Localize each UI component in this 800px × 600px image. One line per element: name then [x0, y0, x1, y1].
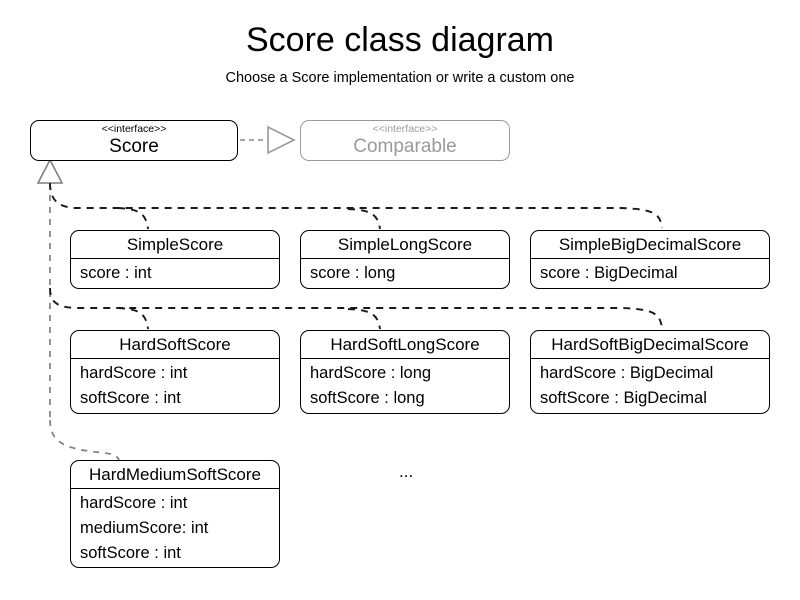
class-box-hard-soft-long-score[interactable]: HardSoftLongScore hardScore : long softS…	[300, 330, 510, 414]
class-name-label: HardSoftBigDecimalScore	[551, 335, 749, 354]
class-divider	[71, 488, 279, 489]
generalization-arrow-head	[36, 158, 64, 184]
class-box-simple-big-decimal-score[interactable]: SimpleBigDecimalScore score : BigDecimal	[530, 230, 770, 289]
realization-arrow-head	[267, 125, 296, 155]
attribute-list: score : BigDecimal	[531, 259, 769, 286]
stereotype-label: <<interface>>	[372, 123, 438, 135]
class-name-label: SimpleScore	[126, 235, 224, 254]
attribute-row: softScore : int	[80, 544, 181, 562]
attribute-row: softScore : int	[80, 389, 181, 407]
attribute-row: score : int	[80, 264, 152, 282]
interface-name-label: Comparable	[353, 136, 457, 157]
inheritance-branches-row-1	[49, 182, 663, 230]
inheritance-branches-row-2	[49, 287, 663, 330]
attribute-row: score : long	[310, 264, 396, 282]
class-name-label: SimpleBigDecimalScore	[558, 235, 742, 254]
class-name-label: HardMediumSoftScore	[89, 465, 261, 484]
class-name-label: HardSoftLongScore	[330, 335, 480, 354]
page-subtitle: Choose a Score implementation or write a…	[225, 70, 575, 86]
stereotype-label: <<interface>>	[101, 123, 167, 135]
attribute-list: hardScore : long softScore : long	[301, 359, 509, 411]
class-box-simple-long-score[interactable]: SimpleLongScore score : long	[300, 230, 510, 289]
ellipsis-label: ...	[399, 462, 414, 481]
class-divider	[71, 358, 279, 359]
attribute-row: softScore : BigDecimal	[540, 389, 707, 407]
attribute-list: hardScore : BigDecimal softScore : BigDe…	[531, 359, 769, 411]
attribute-list: score : long	[301, 259, 509, 286]
attribute-row: hardScore : long	[310, 364, 432, 382]
class-divider	[71, 258, 279, 259]
interface-name-label: Score	[109, 136, 159, 157]
interface-box-comparable[interactable]: <<interface>> Comparable	[300, 120, 510, 161]
class-box-simple-score[interactable]: SimpleScore score : int	[70, 230, 280, 289]
class-box-hard-soft-score[interactable]: HardSoftScore hardScore : int softScore …	[70, 330, 280, 414]
attribute-row: hardScore : BigDecimal	[540, 364, 714, 382]
attribute-list: hardScore : int mediumScore: int softSco…	[71, 489, 279, 566]
attribute-row: hardScore : int	[80, 364, 188, 382]
attribute-list: score : int	[71, 259, 279, 286]
attribute-row: hardScore : int	[80, 494, 188, 512]
class-box-hard-soft-big-decimal-score[interactable]: HardSoftBigDecimalScore hardScore : BigD…	[530, 330, 770, 414]
class-box-hard-medium-soft-score[interactable]: HardMediumSoftScore hardScore : int medi…	[70, 460, 280, 568]
inheritance-branch-row-3	[49, 419, 120, 461]
page-title: Score class diagram	[245, 21, 554, 59]
attribute-row: score : BigDecimal	[540, 264, 678, 282]
attribute-row: mediumScore: int	[80, 519, 209, 537]
class-name-label: HardSoftScore	[119, 335, 231, 354]
attribute-row: softScore : long	[310, 389, 425, 407]
attribute-list: hardScore : int softScore : int	[71, 359, 279, 411]
interface-box-score[interactable]: <<interface>> Score	[30, 120, 238, 161]
class-name-label: SimpleLongScore	[337, 235, 473, 254]
class-divider	[531, 258, 769, 259]
class-divider	[301, 358, 509, 359]
realization-score-to-comparable	[240, 125, 296, 155]
class-divider	[301, 258, 509, 259]
class-divider	[531, 358, 769, 359]
